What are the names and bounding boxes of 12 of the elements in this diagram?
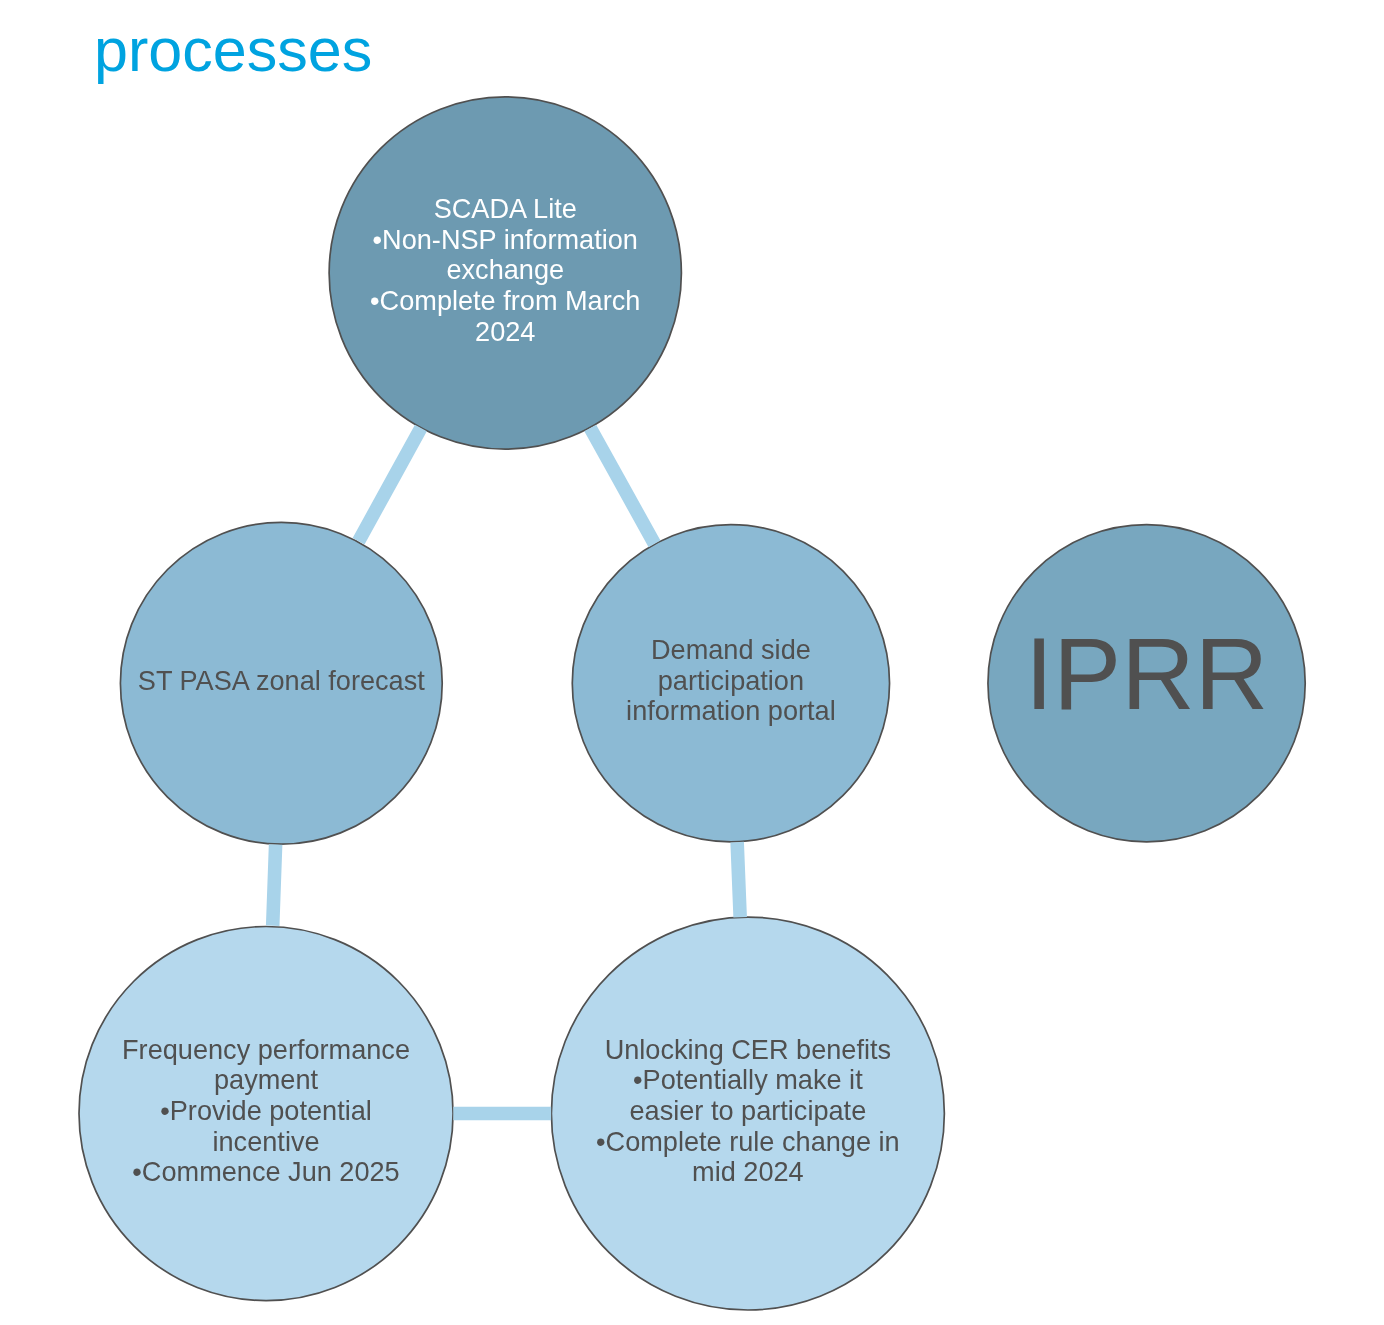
connector bbox=[453, 1106, 552, 1121]
node-circle: SCADA Lite •Non-NSP information exchange •Complete from March 2024 bbox=[328, 96, 683, 450]
node-circle: Unlocking CER benefits •Potentially make it easier to participate •Complete rule change in mid 2024 bbox=[550, 916, 946, 1311]
node-circle: ST PASA zonal forecast bbox=[119, 521, 444, 846]
node-circle: Demand side participation information portal bbox=[571, 523, 891, 843]
node-circle: IPRR bbox=[987, 523, 1307, 843]
connector bbox=[730, 841, 747, 918]
connector bbox=[265, 844, 283, 927]
node-circle: Frequency performance payment •Provide potential incentive •Commence Jun 2025 bbox=[78, 925, 454, 1302]
connector bbox=[584, 424, 661, 548]
diagram-title: processes bbox=[94, 15, 373, 84]
connector bbox=[352, 424, 427, 545]
